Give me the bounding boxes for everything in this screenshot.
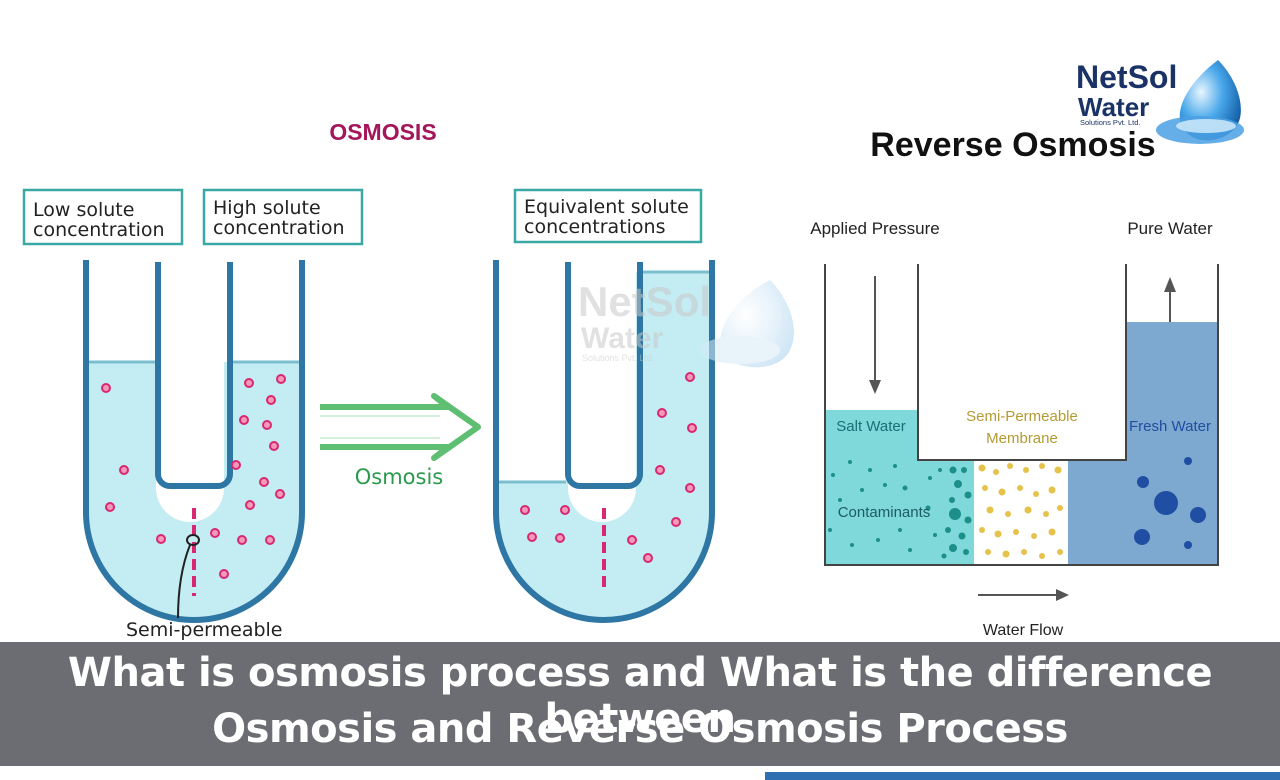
contaminant-particles [828, 460, 972, 559]
banner-line1: What is osmosis process and What is the … [67, 650, 1213, 742]
watermark-logo: NetSol Water Solutions Pvt. Ltd. [578, 278, 794, 368]
salt-water-bottom [918, 460, 974, 565]
label-high-line1: High solute [213, 197, 321, 219]
contaminants-label: Contaminants [838, 504, 931, 521]
watermark-line1: NetSol [578, 278, 711, 325]
semi-permeable-label-line2: Membrane [986, 430, 1058, 447]
membrane-particles [978, 463, 1063, 559]
pure-water-label: Pure Water [1127, 219, 1213, 238]
ro-container [824, 264, 1219, 566]
osmosis-title: OSMOSIS [329, 119, 436, 145]
u-tube-after [493, 260, 715, 623]
salt-water-label: Salt Water [836, 418, 905, 435]
applied-pressure-label: Applied Pressure [810, 219, 939, 238]
osmosis-arrow-label: Osmosis [355, 465, 444, 489]
bottom-accent-strip [765, 772, 1280, 780]
fresh-water-bottom [1068, 460, 1126, 565]
label-equivalent-line2: concentrations [524, 216, 666, 238]
fresh-water-particles [1134, 457, 1206, 549]
semi-permeable-label-line1: Semi-Permeable [966, 408, 1078, 425]
label-equivalent-line1: Equivalent solute [524, 196, 689, 218]
label-equivalent-solute: Equivalent solute concentrations [513, 188, 703, 244]
water-flow-label: Water Flow [983, 622, 1064, 639]
label-high-line2: concentration [213, 217, 345, 239]
fresh-water-region [1126, 322, 1218, 565]
banner-line2: Osmosis and Reverse Osmosis Process [212, 706, 1068, 752]
logo-line3: Solutions Pvt. Ltd. [1080, 118, 1140, 127]
label-low-solute: Low solute concentration [22, 188, 184, 246]
label-high-solute: High solute concentration [202, 188, 364, 246]
logo-line2: Water [1078, 92, 1149, 122]
label-low-line1: Low solute [33, 199, 134, 221]
salt-water-region [825, 410, 918, 565]
watermark-line2: Water [581, 322, 664, 355]
fresh-water-label: Fresh Water [1129, 418, 1211, 435]
membrane-label-line1: Semi-permeable [126, 619, 283, 641]
label-low-line2: concentration [33, 219, 165, 241]
netsol-logo: NetSol Water Solutions Pvt. Ltd. [1076, 59, 1244, 144]
applied-pressure-arrow [869, 276, 881, 394]
osmosis-arrow [320, 393, 481, 461]
ro-title: Reverse Osmosis [870, 126, 1155, 164]
logo-line1: NetSol [1076, 59, 1177, 95]
title-banner: What is osmosis process and What is the … [0, 642, 1280, 766]
u-tube-before [83, 260, 305, 623]
watermark-line3: Solutions Pvt. Ltd. [582, 353, 655, 363]
water-flow-arrow [978, 589, 1069, 601]
